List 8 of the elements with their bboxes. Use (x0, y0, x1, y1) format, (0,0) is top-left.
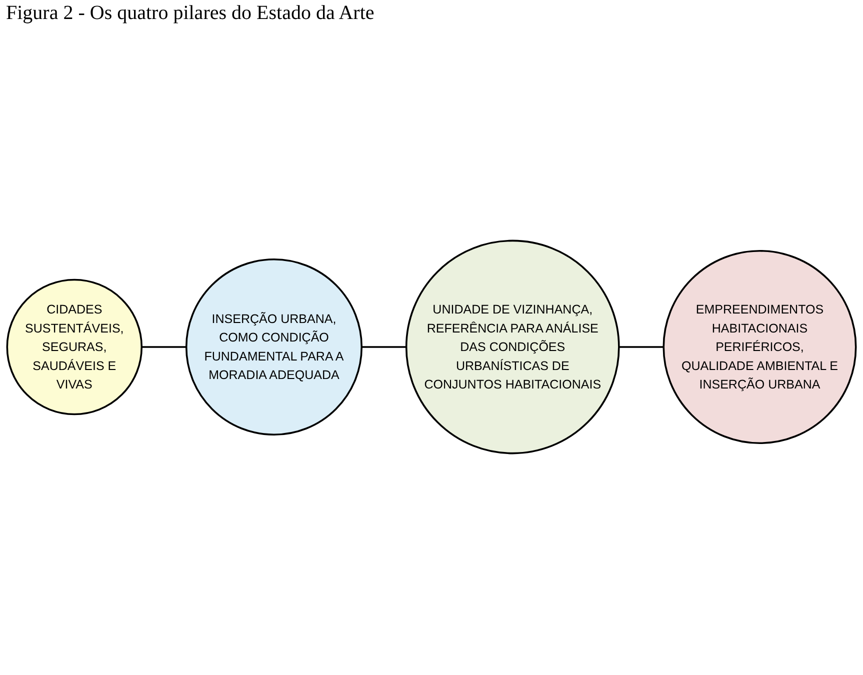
connector (618, 346, 664, 348)
figure-title: Figura 2 - Os quatro pilares do Estado da Arte (5, 1, 376, 26)
node-circle: CIDADES SUSTENTÁVEIS, SEGURAS, SAUDÁVEIS E VIVAS (6, 278, 143, 416)
node-circle: UNIDADE DE VIZINHANÇA, REFERÊNCIA PARA ANÁLISE DAS CONDIÇÕES URBANÍSTICAS DE CONJUNTOS HABITACIONAIS (405, 240, 620, 454)
connector (142, 346, 186, 348)
node-circle: EMPREENDIMENTOS HABITACIONAIS PERIFÉRICOS, QUALIDADE AMBIENTAL E INSERÇÃO URBANA (662, 250, 857, 444)
connector (362, 346, 406, 348)
node-circle: INSERÇÃO URBANA, COMO CONDIÇÃO FUNDAMENTAL PARA A MORADIA ADEQUADA (185, 258, 363, 436)
